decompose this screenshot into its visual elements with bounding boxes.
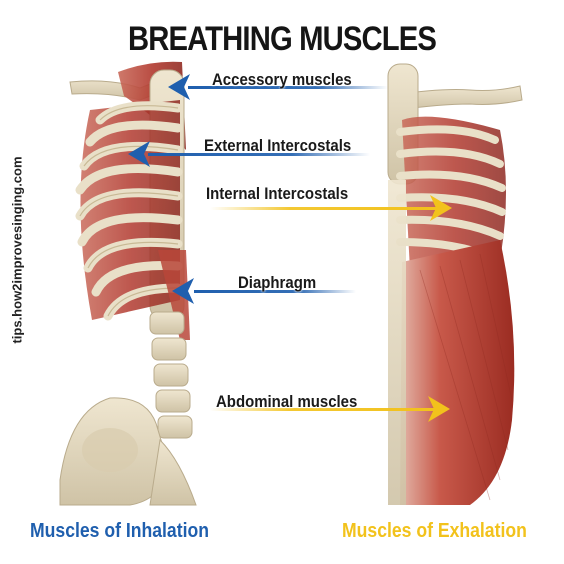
arrow-internal-intercostals <box>210 195 452 221</box>
label-diaphragm: Diaphragm <box>238 273 317 292</box>
watermark-url: tips.how2improvesinging.com <box>9 156 25 344</box>
label-internal-intercostals: Internal Intercostals <box>206 184 349 203</box>
arrow-external-intercostals <box>128 141 370 167</box>
caption-inhalation: Muscles of Inhalation <box>30 520 209 542</box>
exhalation-illustration <box>387 63 523 505</box>
arrow-diaphragm <box>172 278 356 304</box>
label-abdominal-muscles: Abdominal muscles <box>216 392 358 411</box>
arrow-accessory <box>168 74 388 100</box>
page-title: BREATHING MUSCLES <box>127 20 437 58</box>
caption-exhalation: Muscles of Exhalation <box>342 520 527 542</box>
arrow-abdominal <box>210 396 450 422</box>
label-external-intercostals: External Intercostals <box>204 136 352 155</box>
inhalation-illustration <box>59 61 197 506</box>
label-accessory-muscles: Accessory muscles <box>212 70 352 89</box>
